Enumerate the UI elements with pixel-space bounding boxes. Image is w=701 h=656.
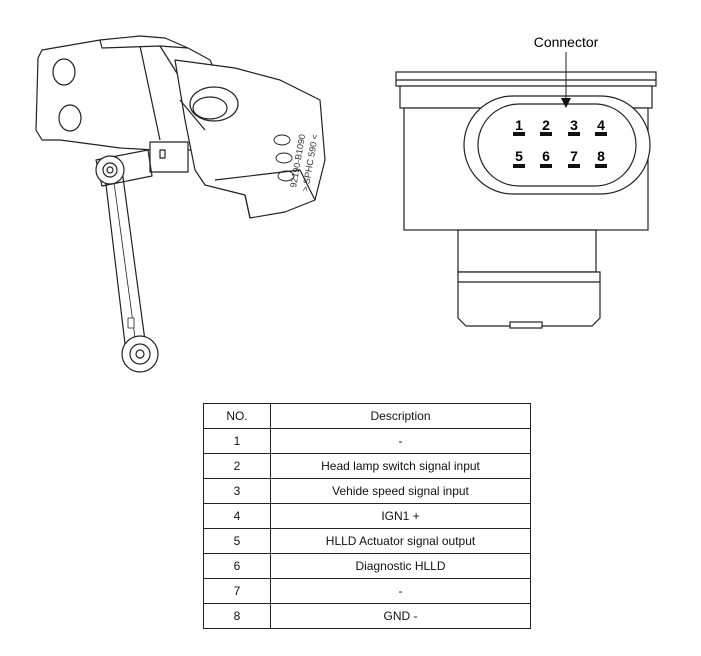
pin-number-cell: 4 [203,503,271,529]
pin-number-cell: 1 [203,428,271,454]
column-header-description: Description [270,403,531,429]
pin-7-mark [568,164,580,168]
connector-face-drawing [395,71,657,329]
table-row: 7 - [203,578,531,604]
pin-description-cell: Head lamp switch signal input [270,453,531,479]
bracket-hole-top [52,58,76,86]
pin-8-mark [595,164,607,168]
pin-label-2: 2 [542,117,550,133]
pin-1-mark [513,132,525,136]
pin-label-1: 1 [515,117,523,133]
pin-description-cell: GND - [270,603,531,629]
pin-description-cell: - [270,428,531,454]
column-header-no: NO. [203,403,271,429]
housing-base [457,271,601,327]
pin-label-3: 3 [570,117,578,133]
housing-lower [457,229,597,273]
sensor-connector-stub [149,141,189,173]
table-row: 6 Diagnostic HLLD [203,553,531,579]
pin-number-cell: 3 [203,478,271,504]
pin-6-mark [540,164,552,168]
sensor-diagram: 92190-B1090 > SPHC 590 < 1 2 3 4 5 6 7 8… [35,34,657,373]
pin-description-table: NO. Description 1 - 2 Head lamp switch s… [203,403,531,629]
pin-description-cell: Vehide speed signal input [270,478,531,504]
pin-number-cell: 6 [203,553,271,579]
table-row: 8 GND - [203,603,531,629]
sensor-link-arm [103,167,147,353]
pin-label-4: 4 [597,117,605,133]
pin-label-6: 6 [542,148,550,164]
pin-description-cell: HLLD Actuator signal output [270,528,531,554]
pin-5-mark [513,164,525,168]
table-row: 4 IGN1 + [203,503,531,529]
pin-number-cell: 5 [203,528,271,554]
pin-number-cell: 8 [203,603,271,629]
connector-callout-arrow [561,98,571,108]
table-row: 2 Head lamp switch signal input [203,453,531,479]
pin-4-mark [595,132,607,136]
pin-description-cell: Diagnostic HLLD [270,553,531,579]
pin-description-cell: - [270,578,531,604]
pin-2-mark [540,132,552,136]
table-row: 3 Vehide speed signal input [203,478,531,504]
pin-3-mark [568,132,580,136]
connector-callout-label: Connector [534,34,599,50]
table-header-row: NO. Description [203,403,531,429]
pin-label-5: 5 [515,148,523,164]
pin-number-cell: 7 [203,578,271,604]
table-row: 5 HLLD Actuator signal output [203,528,531,554]
level-sensor-drawing [35,35,326,373]
bracket-hole-bottom [58,104,82,132]
connector-shroud-inner [477,103,637,187]
pin-description-cell: IGN1 + [270,503,531,529]
table-row: 1 - [203,428,531,454]
pin-label-8: 8 [597,148,605,164]
pin-number-cell: 2 [203,453,271,479]
housing-top-rail [395,71,657,87]
pin-label-7: 7 [570,148,578,164]
